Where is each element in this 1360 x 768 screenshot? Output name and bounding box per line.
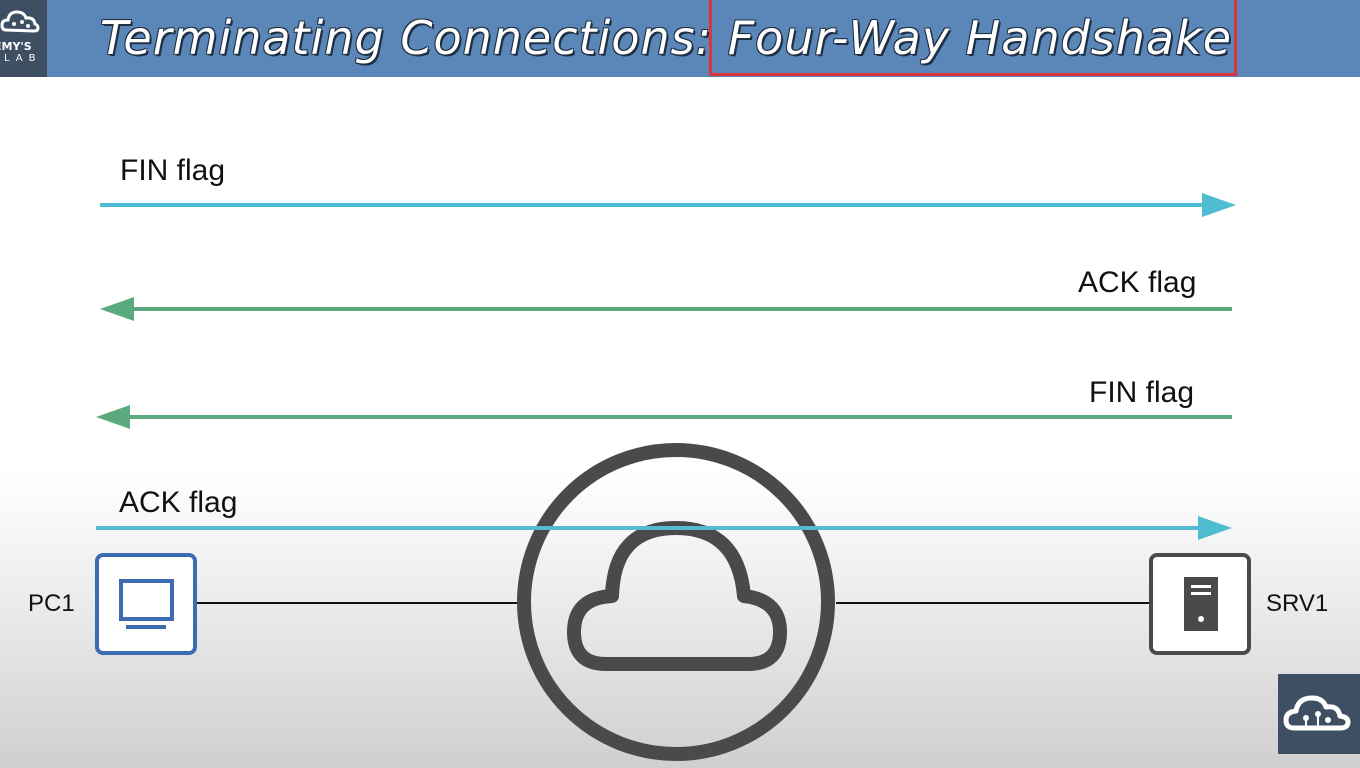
logo-text-line1: EMY'S bbox=[0, 40, 32, 53]
logo-text-line2: LAB bbox=[4, 53, 42, 64]
message-arrow-3 bbox=[96, 405, 1232, 429]
page-title: Terminating Connections: Four-Way Handsh… bbox=[100, 10, 1232, 66]
pc-label: PC1 bbox=[28, 590, 75, 617]
monitor-icon bbox=[119, 579, 174, 629]
message-arrow-1 bbox=[100, 193, 1236, 217]
message-label-1: FIN flag bbox=[120, 154, 226, 187]
title-highlight-box bbox=[709, 0, 1237, 76]
message-arrow-4 bbox=[96, 516, 1232, 540]
server-icon bbox=[1184, 577, 1218, 631]
message-label-2: ACK flag bbox=[1078, 266, 1197, 299]
pc-device bbox=[95, 553, 197, 655]
cloud-logo-icon bbox=[0, 10, 40, 33]
header-bar: EMY'S LAB Terminating Connections: Four-… bbox=[0, 0, 1360, 77]
watermark-logo bbox=[1278, 674, 1360, 754]
title-prefix: Terminating Connections: bbox=[100, 11, 728, 65]
message-label-4: ACK flag bbox=[119, 486, 238, 519]
cloud-watermark-icon bbox=[1283, 695, 1351, 731]
server-label: SRV1 bbox=[1266, 590, 1329, 617]
message-arrow-2 bbox=[100, 297, 1232, 321]
cloud-icon bbox=[517, 443, 835, 761]
logo: EMY'S LAB bbox=[0, 0, 47, 77]
message-label-3: FIN flag bbox=[1089, 376, 1195, 409]
server-device bbox=[1149, 553, 1251, 655]
title-highlight: Four-Way Handshake bbox=[727, 11, 1233, 65]
